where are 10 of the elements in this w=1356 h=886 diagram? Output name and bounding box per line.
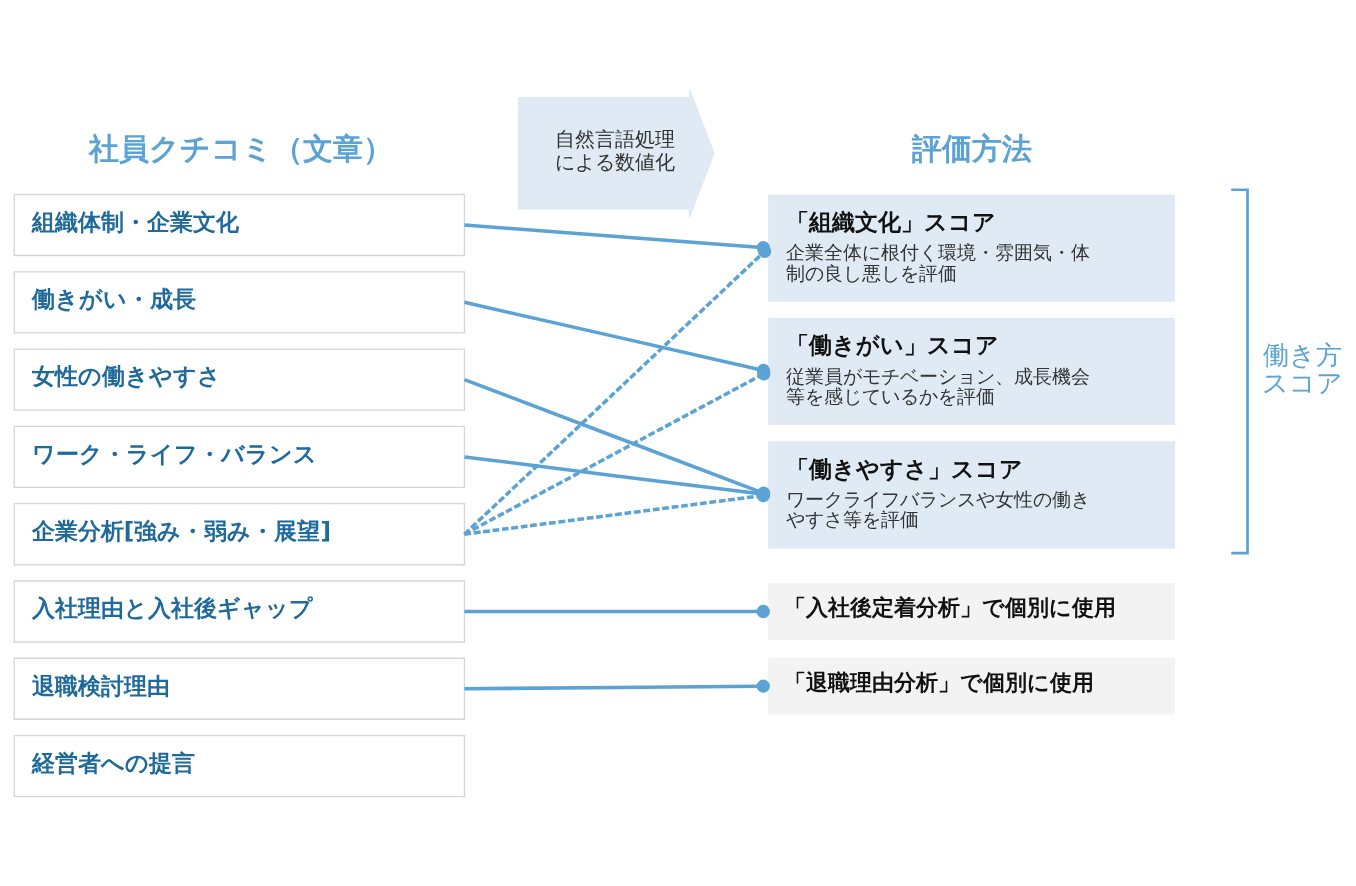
node-box: 「働きがい」スコア 従業員がモチベーション、成長機会等を感じているかを評価	[768, 317, 1175, 426]
label: 評価方法	[911, 131, 1032, 167]
node-box: 「入社後定着分析」で個別に使用	[768, 583, 1175, 640]
node-box: 「退職理由分析」で個別に使用	[768, 657, 1175, 715]
label: 働き方スコア	[1262, 339, 1344, 399]
node-box: 「組織文化」スコア 企業全体に根付く環境・雰囲気・体制の良し悪しを評価	[768, 194, 1175, 302]
label: 社員クチコミ（文章）	[89, 131, 394, 167]
connector	[464, 604, 770, 619]
node-box: 「働きやすさ」スコア ワークライフバランスや女性の働きやすさ等を評価	[768, 441, 1175, 549]
connector	[464, 679, 770, 693]
